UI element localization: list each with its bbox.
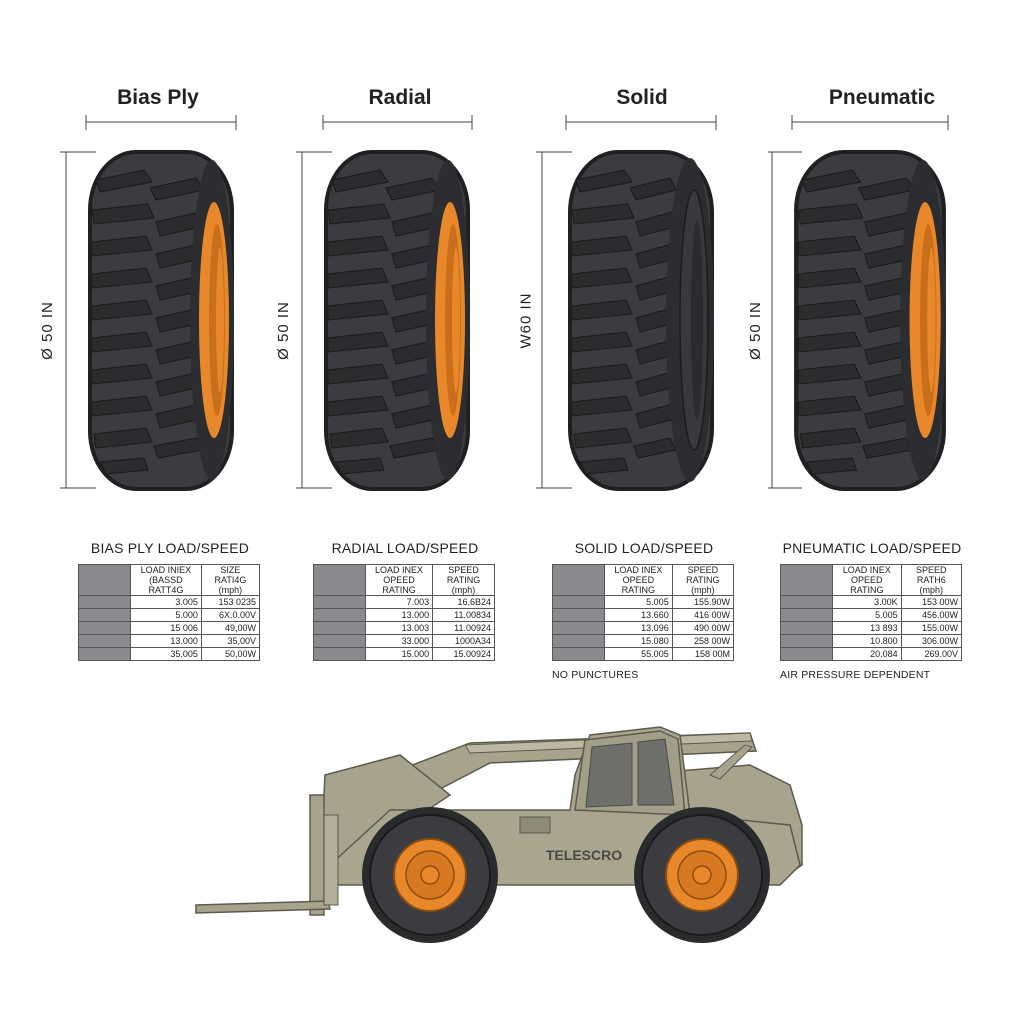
tire-column-solid: Solid W60 IN [512,0,768,510]
spec-title: BIAS PLY LOAD/SPEED [90,540,250,556]
tire-title: Bias Ply [117,86,199,109]
spec-title: PNEUMATIC LOAD/SPEED [782,540,962,556]
spec-table: LOAD INIEX (BASSD RATT4G SIZE RATI4G (mp… [78,564,261,661]
column-header: SPEED RATING (mph) [671,564,735,596]
spec-note: NO PUNCTURES [552,669,639,681]
tire-icon [567,149,715,492]
tire-title: Radial [368,86,432,109]
spec-title: SOLID LOAD/SPEED [574,540,714,556]
dimension-lines [536,115,717,489]
width-label: W60 IN [517,292,535,349]
spec-title: RADIAL LOAD/SPEED [331,540,479,556]
spec-note: AIR PRESSURE DEPENDENT [780,669,931,681]
spec-table: LOAD INEX OPEED RATING SPEED RATING (mph… [552,564,735,661]
machine-label: TELESCRO [546,847,622,863]
column-header: SPEED RATH6 (mph) [900,564,963,596]
column-header: LOAD INEX OPEED RATING [832,564,902,596]
tire-column-pneumatic: Pneumatic Ø 50 IN [747,0,1024,510]
column-header: SPEED RATING (mph) [432,564,495,596]
column-header: LOAD INIEX (BASSD RATT4G [130,564,202,596]
spec-pneumatic: PNEUMATIC LOAD/SPEED LOAD INEX OPEED RAT… [772,540,1012,681]
swatch-header [780,564,833,596]
dimension-lines [768,115,949,489]
spec-solid: SOLID LOAD/SPEED LOAD INEX OPEED RATING … [544,540,784,681]
tire-column-bias-ply: Bias Ply Ø 50 IN [0,0,256,510]
spec-radial: RADIAL LOAD/SPEED LOAD INEX OPEED RATING… [305,540,545,661]
swatch-header [313,564,366,596]
dimension-lines [296,115,473,489]
diameter-label: Ø 50 IN [746,301,764,360]
tire-column-radial: Radial Ø 50 IN [256,0,512,510]
diameter-label: Ø 50 IN [38,301,56,360]
column-header: LOAD INEX OPEED RATING [364,564,434,596]
tire-title: Pneumatic [828,86,936,109]
column-header: SIZE RATI4G (mph) [200,564,261,596]
swatch-header [552,564,605,596]
tire-icon [793,149,947,492]
swatch-header [78,564,131,596]
spec-table: LOAD INEX OPEED RATING SPEED RATING (mph… [313,564,495,661]
spec-bias-ply: BIAS PLY LOAD/SPEED LOAD INIEX (BASSD RA… [70,540,310,661]
tire-icon [323,149,471,492]
tire-title: Solid [616,86,668,109]
dimension-lines [60,115,237,489]
diameter-label: Ø 50 IN [274,301,292,360]
telehandler-illustration: TELESCRO [195,726,803,943]
tire-icon [87,149,235,492]
column-header: LOAD INEX OPEED RATING [604,564,673,596]
spec-table: LOAD INEX OPEED RATING SPEED RATH6 (mph)… [780,564,963,661]
